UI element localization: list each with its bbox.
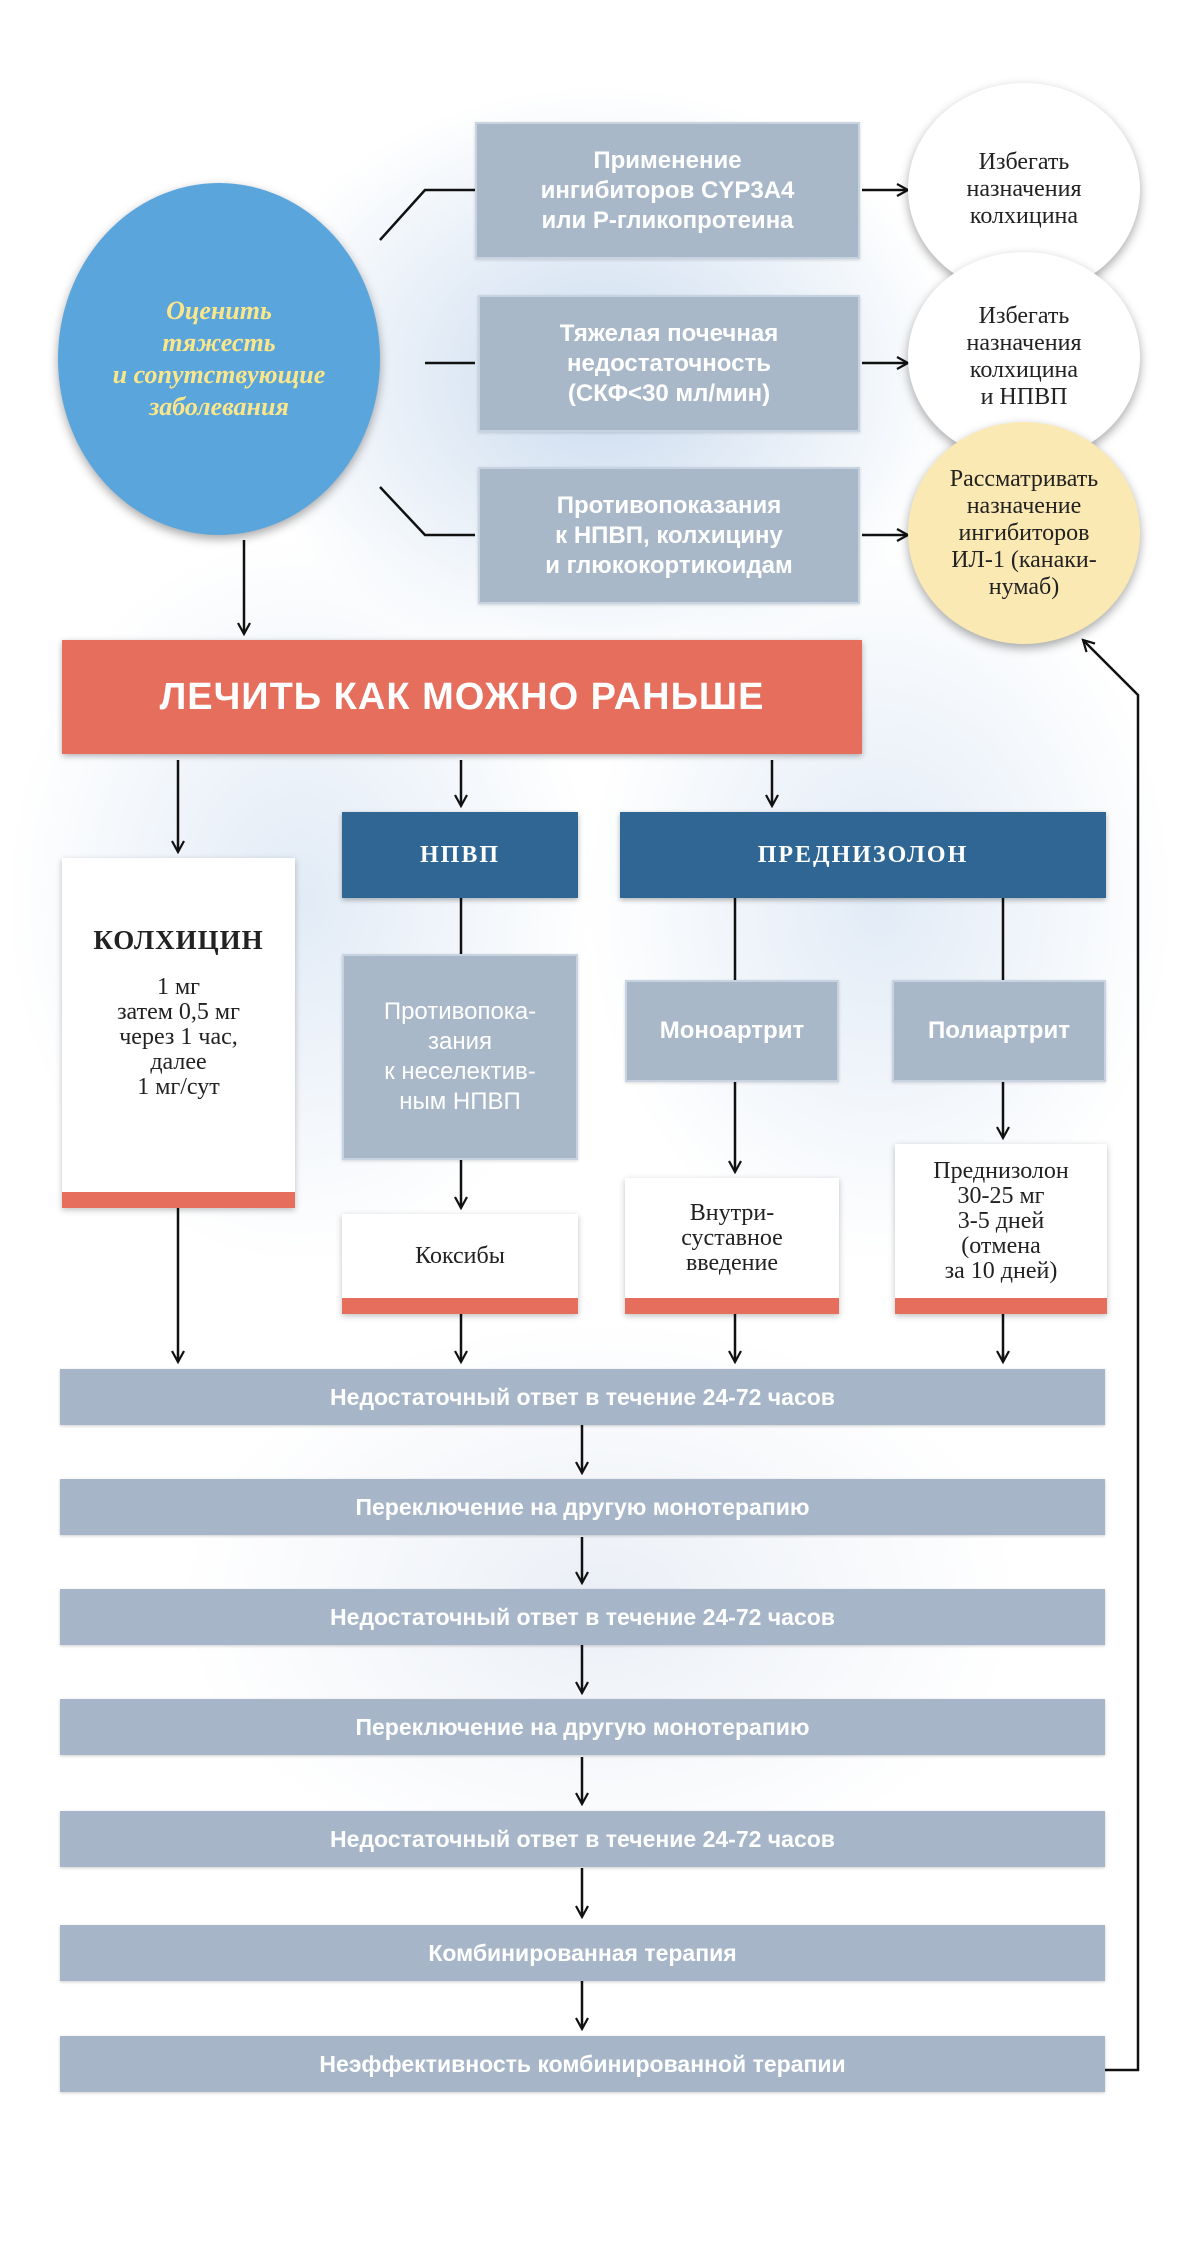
outcome-text: Избегать назначения колхицина и НПВП [966, 303, 1082, 410]
condition-box-contraindications: Противопоказания к НПВП, колхицину и глю… [478, 467, 860, 604]
condition-text: Тяжелая почечная недостаточность (СКФ<30… [559, 319, 779, 407]
condition-box-renal-failure: Тяжелая почечная недостаточность (СКФ<30… [478, 295, 860, 432]
colchicine-box: КОЛХИЦИН 1 мг затем 0,5 мг через 1 час, … [62, 858, 295, 1208]
outcome-text: Рассматривать назначение ингибиторов ИЛ-… [949, 465, 1099, 600]
treat-early-banner: ЛЕЧИТЬ КАК МОЖНО РАНЬШЕ [62, 640, 862, 754]
outcome-text: Избегать назначения колхицина [966, 148, 1082, 229]
condition-text: Применение ингибиторов CYP3A4 или Р-глик… [540, 146, 795, 234]
colchicine-title: КОЛХИЦИН [93, 925, 264, 955]
polyarthritis-box: Полиартрит [892, 980, 1106, 1082]
colchicine-dose: 1 мг затем 0,5 мг через 1 час, далее 1 м… [117, 974, 240, 1100]
step-bar: Недостаточный ответ в течение 24-72 часо… [60, 1811, 1105, 1867]
prednisolone-regimen-box: Преднизолон 30-25 мг 3-5 дней (отмена за… [895, 1144, 1107, 1314]
intra-articular-box: Внутри- суставное введение [625, 1178, 839, 1314]
nsaid-header: НПВП [342, 812, 578, 898]
nsaid-contraindication-box: Противопока- зания к неселектив- ным НПВ… [342, 954, 578, 1160]
coxibs-box: Коксибы [342, 1214, 578, 1314]
step-bar: Переключение на другую монотерапию [60, 1479, 1105, 1535]
step-bar: Недостаточный ответ в течение 24-72 часо… [60, 1589, 1105, 1645]
assess-severity-circle: Оценить тяжесть и сопутствующие заболева… [58, 183, 380, 535]
outcome-circle-il1-inhibitors: Рассматривать назначение ингибиторов ИЛ-… [908, 422, 1140, 644]
monoarthritis-box: Моноартрит [625, 980, 839, 1082]
condition-box-cyp3a4: Применение ингибиторов CYP3A4 или Р-глик… [475, 122, 860, 259]
outcome-circle-avoid-colchicine: Избегать назначения колхицина [908, 83, 1140, 295]
prednisolone-header: ПРЕДНИЗОЛОН [620, 812, 1106, 898]
step-bar: Переключение на другую монотерапию [60, 1699, 1105, 1755]
assess-severity-text: Оценить тяжесть и сопутствующие заболева… [112, 296, 326, 421]
step-bar: Комбинированная терапия [60, 1925, 1105, 1981]
condition-text: Противопоказания к НПВП, колхицину и глю… [545, 491, 793, 579]
step-bar: Неэффективность комбинированной терапии [60, 2036, 1105, 2092]
step-bar: Недостаточный ответ в течение 24-72 часо… [60, 1369, 1105, 1425]
treat-early-text: ЛЕЧИТЬ КАК МОЖНО РАНЬШЕ [159, 675, 765, 718]
